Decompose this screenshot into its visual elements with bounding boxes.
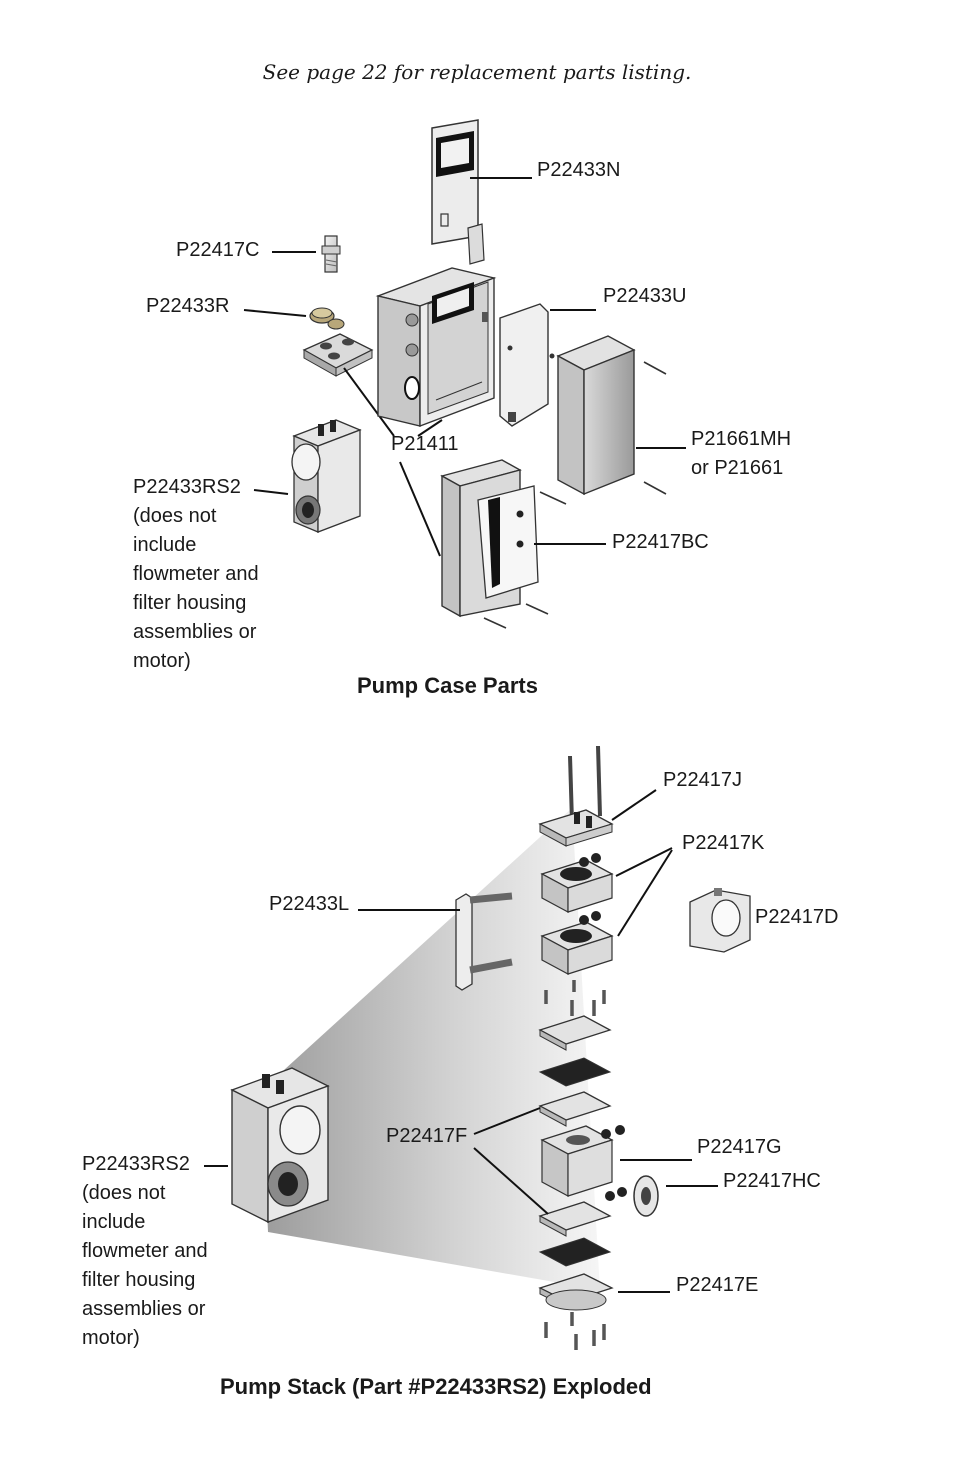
label-p22417g: P22417G	[697, 1136, 782, 1158]
label-p22433l: P22433L	[269, 893, 350, 915]
label-p22417d: P22417D	[755, 906, 839, 928]
label-p21661mh: P21661MH	[691, 428, 792, 450]
note-line: motor)	[133, 650, 191, 672]
caps-p22433r	[243, 307, 345, 330]
pump-stack-p22433rs2-top	[253, 419, 362, 533]
label-p22433rs2-stack: P22433RS2	[82, 1153, 190, 1175]
fitting-p22417c	[272, 235, 341, 273]
label-p22433rs2-case: P22433RS2	[133, 476, 241, 498]
note-line: flowmeter and	[133, 563, 259, 585]
note-line: assemblies or	[82, 1298, 206, 1320]
pump-case-enclosure	[375, 267, 497, 428]
note-line: include	[82, 1211, 146, 1233]
note-line: flowmeter and	[82, 1240, 208, 1262]
label-p22417f: P22417F	[386, 1125, 468, 1147]
label-p22417k: P22417K	[682, 832, 765, 854]
note-line: filter housing	[133, 592, 247, 614]
label-p22433u: P22433U	[603, 285, 687, 307]
note-line: assemblies or	[133, 621, 257, 643]
check-valve-p22417hc	[633, 1175, 718, 1217]
chamber-blocks-p22417k	[540, 847, 673, 976]
label-p21661mh-alt: or P21661	[691, 457, 784, 479]
note-line: (does not	[133, 505, 217, 527]
label-p22417c: P22417C	[176, 239, 260, 261]
circuit-cover-p22433u	[499, 303, 596, 427]
label-p21411: P21411	[391, 433, 459, 455]
pump-stack-p22433rs2-large	[204, 1067, 330, 1224]
end-cap-p22417e	[538, 1273, 670, 1350]
bracket-p22417bc	[440, 459, 606, 629]
label-p22433n: P22433N	[537, 159, 621, 181]
label-p22417j: P22417J	[663, 769, 742, 791]
caption-pump-case-parts: Pump Case Parts	[357, 673, 538, 698]
stack-middle-layers	[473, 980, 612, 1135]
enclosure-cover-p21661mh	[539, 335, 686, 505]
note-line: motor)	[82, 1327, 140, 1349]
faceplate-p22433n	[431, 119, 532, 265]
base-plate-p21411	[302, 333, 443, 557]
replacement-parts-note: See page 22 for replacement parts listin…	[262, 60, 692, 84]
stack-lower-layers	[473, 1147, 612, 1267]
label-p22417bc: P22417BC	[612, 531, 709, 553]
caption-pump-stack-exploded: Pump Stack (Part #P22433RS2) Exploded	[220, 1374, 652, 1399]
u-bracket-p22433l	[358, 892, 513, 991]
label-p22417hc: P22417HC	[723, 1170, 821, 1192]
note-line: (does not	[82, 1182, 166, 1204]
label-p22417e: P22417E	[676, 1274, 759, 1296]
note-line: include	[133, 534, 197, 556]
note-line: filter housing	[82, 1269, 196, 1291]
stack-head-p22417j	[538, 745, 657, 847]
label-p22433r: P22433R	[146, 295, 230, 317]
pump-body-p22417g	[540, 1125, 692, 1201]
housing-p22417d	[689, 888, 751, 953]
